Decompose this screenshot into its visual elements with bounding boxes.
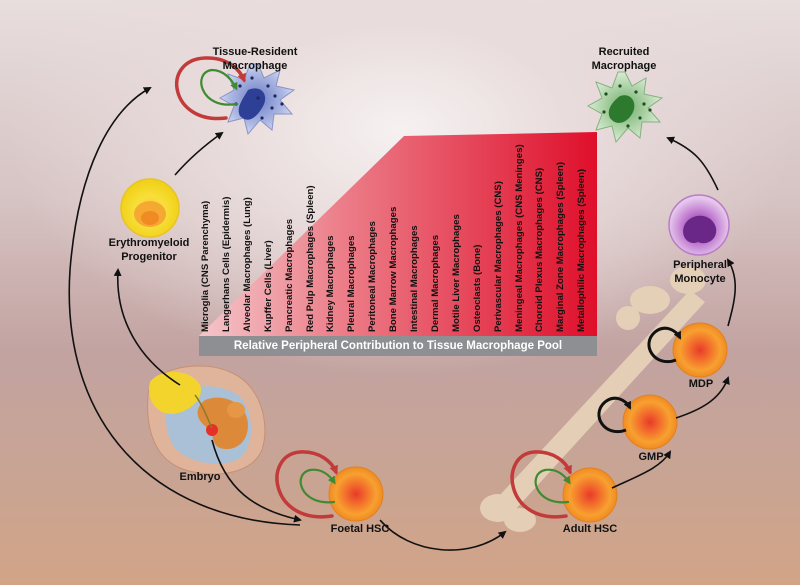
peripheral-monocyte-label-line1: Peripheral xyxy=(673,259,727,271)
erythromyeloid-label-line1: Erythromyeloid xyxy=(108,237,190,249)
self-renewal-loop-resident xyxy=(175,56,246,121)
tissue-resident-label-line2: Macrophage xyxy=(222,60,288,72)
self-renewal-loop-mdp xyxy=(647,326,682,364)
recruited-label: Recruited Macrophage xyxy=(574,45,674,73)
contribution-bar: Relative Peripheral Contribution to Tiss… xyxy=(199,336,597,356)
self-renewal-loop-gmp xyxy=(597,396,632,434)
mdp-label: MDP xyxy=(688,378,714,390)
recruited-label-line2: Macrophage xyxy=(591,60,657,72)
adult-hsc-cell xyxy=(562,467,618,523)
peripheral-monocyte-label-line2: Monocyte xyxy=(674,273,726,285)
embryo-illustration xyxy=(147,365,266,475)
recruited-label-line1: Recruited xyxy=(598,46,650,58)
tissue-resident-macrophage-cell xyxy=(218,63,296,136)
embryo-label: Embryo xyxy=(179,471,221,483)
tissue-resident-label: Tissue-Resident Macrophage xyxy=(205,45,305,73)
lineage-arrows xyxy=(68,87,737,551)
self-renewal-loop-adult xyxy=(510,450,572,519)
adult-hsc-label: Adult HSC xyxy=(562,523,618,535)
peripheral-monocyte-cell xyxy=(668,194,730,256)
contribution-wedge xyxy=(199,132,597,336)
mdp-cell xyxy=(672,322,728,378)
gmp-label: GMP xyxy=(638,451,664,463)
erythromyeloid-label: Erythromyeloid Progenitor xyxy=(94,236,204,264)
foetal-hsc-cell xyxy=(328,466,384,522)
recruited-macrophage-cell xyxy=(586,71,664,144)
erythromyeloid-progenitor-cell xyxy=(120,178,180,238)
peripheral-monocyte-label: Peripheral Monocyte xyxy=(652,258,748,286)
gmp-cell xyxy=(622,394,678,450)
erythromyeloid-label-line2: Progenitor xyxy=(121,251,177,263)
self-renewal-loop-foetal xyxy=(275,450,338,519)
foetal-hsc-label: Foetal HSC xyxy=(330,523,390,535)
tissue-resident-label-line1: Tissue-Resident xyxy=(212,46,298,58)
